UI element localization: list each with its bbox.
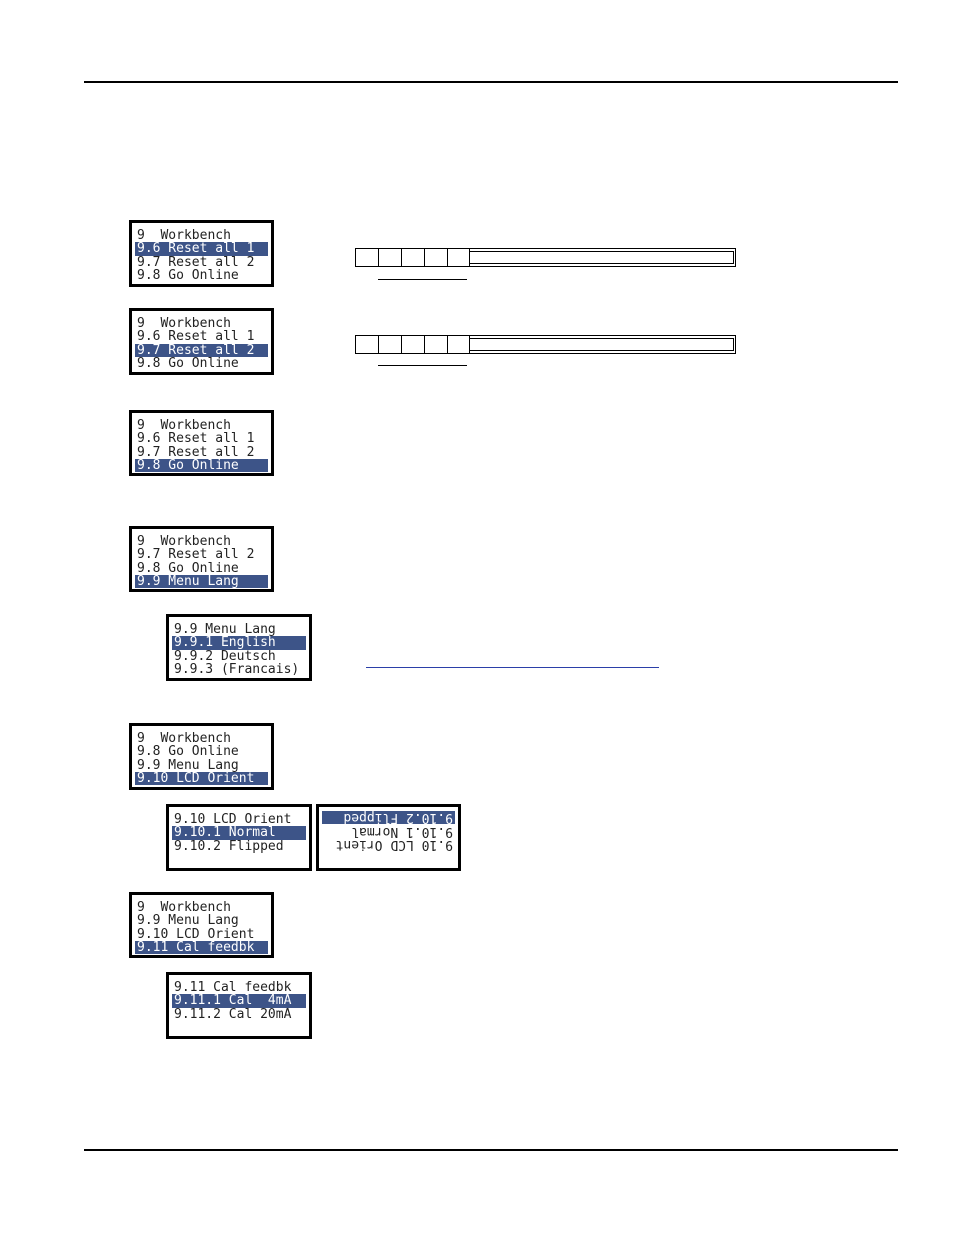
key-underline: [378, 279, 467, 280]
lcd-line: 9 Workbench: [137, 901, 231, 915]
lcd-line: 9 Workbench: [137, 419, 231, 433]
lcd-line: 9 Workbench: [137, 229, 231, 243]
lcd-line: 9.10.2 Flipped: [174, 839, 284, 853]
lcd-screen-orient-flipped: 9.10 LCD Orient 9.10.1 Normal 9.10.2 Fli…: [316, 804, 461, 871]
lcd-line-selected: 9.11 Cal feedbk: [135, 940, 268, 955]
lcd-screen-language-submenu: 9.9 Menu Lang 9.9.1 English 9.9.2 Deutsc…: [166, 614, 312, 681]
lcd-screen-go-online: 9 Workbench 9.6 Reset all 1 9.7 Reset al…: [129, 410, 274, 476]
key-underline: [378, 365, 467, 366]
lcd-line-selected: 9.10.1 Normal: [172, 826, 306, 840]
lcd-line-selected: 9.8 Go Online: [135, 458, 268, 473]
lcd-screen-menu-lang: 9 Workbench 9.7 Reset all 2 9.8 Go Onlin…: [129, 526, 274, 592]
hyperlink-underline[interactable]: [366, 667, 659, 668]
lcd-screen-orient-normal: 9.10 LCD Orient 9.10.1 Normal 9.10.2 Fli…: [166, 804, 312, 871]
lcd-line: 9.7 Reset all 2: [137, 548, 255, 562]
lcd-line: 9 Workbench: [137, 732, 231, 746]
lcd-line-selected: 9.6 Reset all 1: [135, 242, 268, 256]
lcd-line: 9.6 Reset all 1: [137, 330, 255, 344]
lcd-line: 9 Workbench: [137, 317, 231, 331]
lcd-line-selected: 9.9 Menu Lang: [135, 574, 268, 589]
lcd-line: 9.11 Cal feedbk: [174, 981, 292, 995]
lcd-line: 9.10.1 Normal: [351, 824, 453, 838]
lcd-line: 9.8 Go Online: [137, 268, 239, 283]
lcd-screen-cal-submenu: 9.11 Cal feedbk 9.11.1 Cal 4mA 9.11.2 Ca…: [166, 972, 312, 1039]
lcd-line: 9 Workbench: [137, 535, 231, 549]
lcd-line: 9.9.3 (Francais): [174, 662, 300, 677]
lcd-line: 9.9 Menu Lang: [137, 914, 239, 928]
lcd-line-selected: 9.9.1 English: [172, 636, 306, 650]
lcd-line: 9.10 LCD Orient: [335, 837, 453, 851]
footer-rule: [84, 1149, 898, 1151]
lcd-line: 9.8 Go Online: [137, 356, 239, 371]
lcd-screen-lcd-orient: 9 Workbench 9.8 Go Online 9.9 Menu Lang …: [129, 723, 274, 790]
lcd-line-selected: 9.11.1 Cal 4mA: [172, 994, 306, 1008]
lcd-screen-reset-all-2: 9 Workbench 9.6 Reset all 1 9.7 Reset al…: [129, 308, 274, 375]
lcd-line-selected: 9.10.2 Flipped: [322, 811, 455, 825]
lcd-line: 9.10 LCD Orient: [137, 927, 255, 941]
lcd-screen-cal-feedbk: 9 Workbench 9.9 Menu Lang 9.10 LCD Orien…: [129, 892, 274, 958]
lcd-line-selected: 9.7 Reset all 2: [135, 343, 268, 357]
lcd-screen-reset-all-1: 9 Workbench 9.6 Reset all 1 9.7 Reset al…: [129, 220, 274, 287]
key-sequence-box: [355, 248, 736, 267]
lcd-line: 9.9 Menu Lang: [174, 623, 276, 637]
key-sequence-box: [355, 335, 736, 354]
lcd-line: 9.8 Go Online: [137, 561, 239, 575]
lcd-line: 9.7 Reset all 2: [137, 445, 255, 459]
lcd-line: 9.7 Reset all 2: [137, 255, 255, 269]
lcd-line: 9.6 Reset all 1: [137, 432, 255, 446]
lcd-line: 9.9.2 Deutsch: [174, 649, 276, 663]
lcd-line: 9.10 LCD Orient: [174, 813, 292, 827]
header-rule: [84, 81, 898, 83]
lcd-line-selected: 9.10 LCD Orient: [135, 771, 268, 786]
lcd-line: 9.11.2 Cal 20mA: [174, 1007, 292, 1021]
lcd-line: 9.9 Menu Lang: [137, 758, 239, 772]
lcd-line: 9.8 Go Online: [137, 745, 239, 759]
